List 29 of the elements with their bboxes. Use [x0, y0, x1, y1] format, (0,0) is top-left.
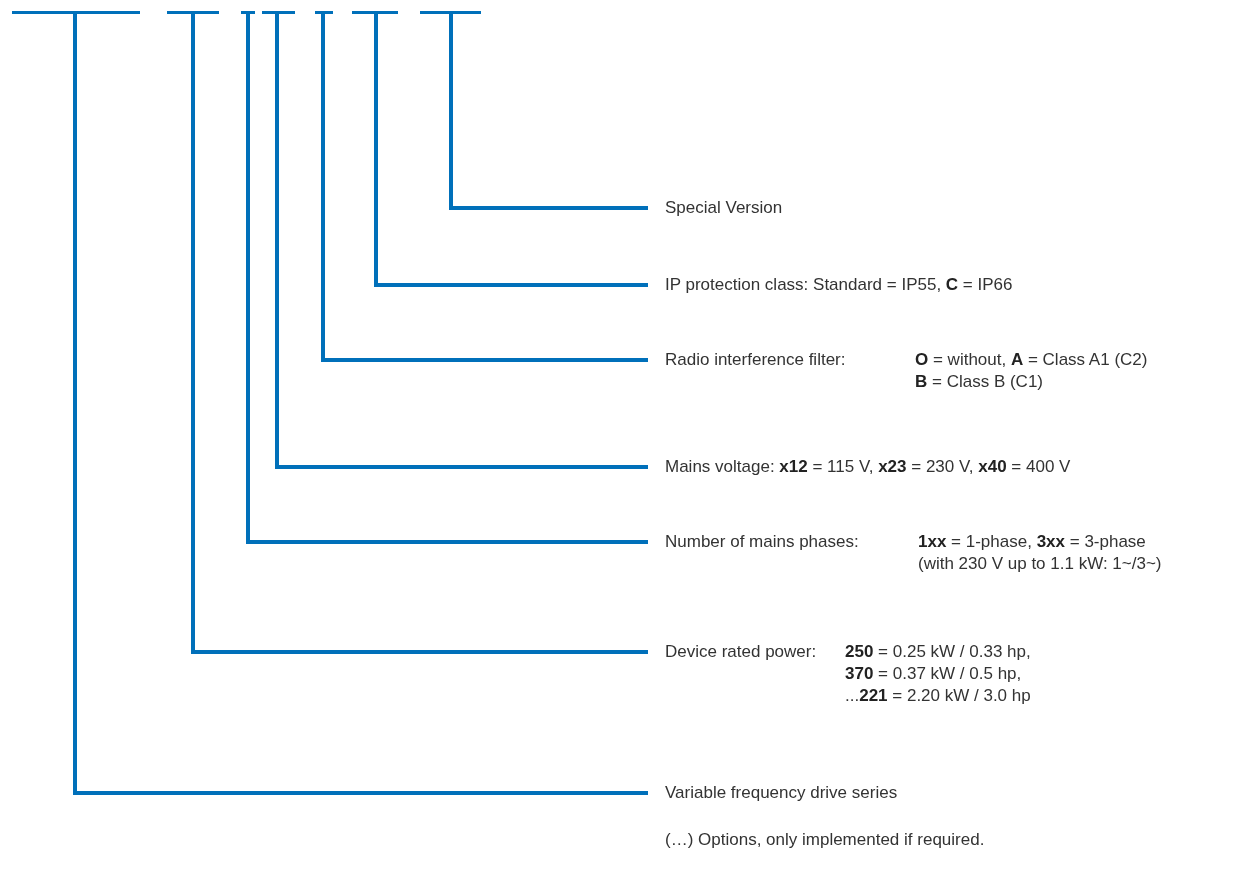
code-position-bar	[420, 11, 481, 14]
leader-line	[191, 14, 648, 654]
code-description: ...221 = 2.20 kW / 3.0 hp	[845, 685, 1031, 707]
code-position-bar	[315, 11, 333, 14]
field-name: Number of mains phases:	[665, 531, 860, 553]
code-position-bar	[12, 11, 140, 14]
code-position-bar	[167, 11, 219, 14]
code-position-bar	[352, 11, 398, 14]
leader-line	[374, 14, 648, 287]
code-position-bar	[241, 11, 255, 14]
code-position-bar	[262, 11, 295, 14]
field-name: Radio interference filter:	[665, 349, 847, 371]
field-name: Device rated power:	[665, 641, 818, 663]
code-description: B = Class B (C1)	[915, 371, 1044, 393]
field-description: Variable frequency drive series	[665, 782, 898, 804]
code-description: 1xx = 1-phase, 3xx = 3-phase	[918, 531, 1147, 553]
leader-line	[275, 14, 648, 469]
field-description: Mains voltage: x12 = 115 V, x23 = 230 V, x40 = 400 V	[665, 456, 1071, 478]
leader-line	[246, 14, 648, 544]
field-description: Special Version	[665, 197, 783, 219]
leader-line	[321, 14, 648, 362]
code-description: 250 = 0.25 kW / 0.33 hp,	[845, 641, 1031, 663]
code-description: 370 = 0.37 kW / 0.5 hp,	[845, 663, 1023, 685]
code-description: O = without, A = Class A1 (C2)	[915, 349, 1148, 371]
leader-line	[73, 14, 648, 795]
field-description: IP protection class: Standard = IP55, C = IP66	[665, 274, 1013, 296]
code-description: (with 230 V up to 1.1 kW: 1~/3~)	[918, 553, 1162, 575]
footnote: (…) Options, only implemented if required.	[665, 830, 985, 850]
leader-line	[449, 14, 648, 210]
